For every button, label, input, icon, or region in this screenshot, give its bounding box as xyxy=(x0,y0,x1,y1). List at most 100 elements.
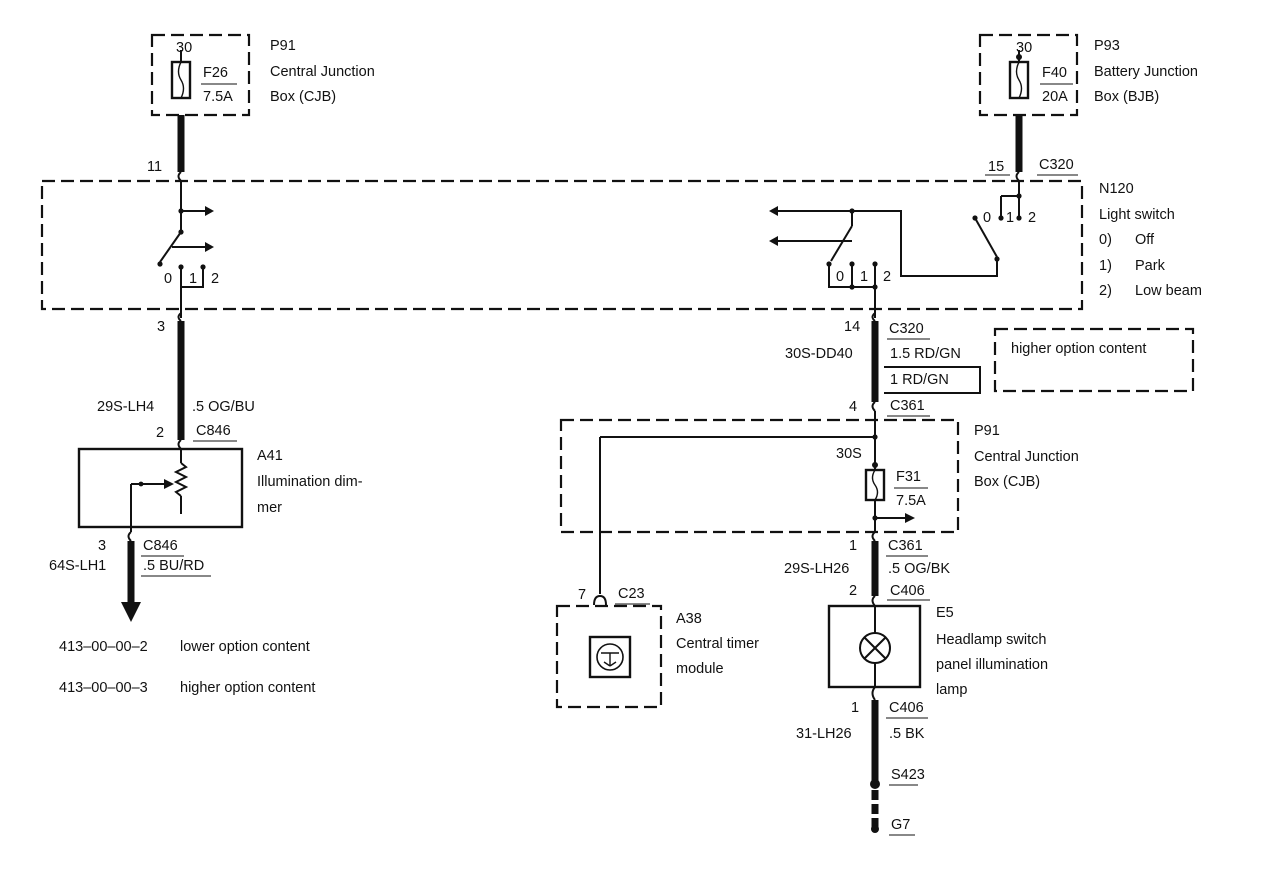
top-pos-1: 1 xyxy=(1006,210,1014,226)
left-pos-0: 0 xyxy=(164,271,172,287)
a41-input-connector: C846 xyxy=(196,423,231,439)
a38-central-timer-module: 7 C23 A38 Central timer module xyxy=(555,586,759,709)
left-pos-1: 1 xyxy=(189,271,197,287)
right-wire-spec-1: 1.5 RD/GN xyxy=(890,346,961,362)
a38-connector: C23 xyxy=(618,586,645,602)
ref-0-text: lower option content xyxy=(180,639,310,655)
p91-top-id: P91 xyxy=(270,38,296,54)
p93-box xyxy=(978,33,1079,117)
left-pos-2: 2 xyxy=(211,271,219,287)
connector-c320-left-out xyxy=(177,312,182,322)
right-pos-2: 2 xyxy=(883,269,891,285)
left-output-code: 64S-LH1 xyxy=(49,558,106,574)
cjb-output-pin: 1 xyxy=(849,538,857,554)
connector-c23 xyxy=(593,594,607,606)
p91-bottom-name-1: Central Junction xyxy=(974,449,1079,465)
right-lower-wire-spec: .5 OG/BK xyxy=(888,561,950,577)
a38-id: A38 xyxy=(676,611,702,627)
n120-id: N120 xyxy=(1099,181,1134,197)
connector-c320-right-out xyxy=(871,312,876,322)
left-wire-spec: .5 OG/BU xyxy=(192,399,255,415)
n120-box xyxy=(40,179,1084,311)
ref-0-code: 413–00–00–2 xyxy=(59,639,148,655)
right-wire-code: 30S-DD40 xyxy=(785,346,853,362)
a41-id: A41 xyxy=(257,448,283,464)
right-lower-wire-code: 29S-LH26 xyxy=(784,561,849,577)
ground-wire-spec: .5 BK xyxy=(889,726,925,742)
fuse-f26-rating: 7.5A xyxy=(203,89,233,105)
ground-g7: G7 xyxy=(891,817,910,833)
p91-top-pin: 30 xyxy=(176,40,192,56)
n120-light-switch: 0 1 2 0 1 2 0 1 2 xyxy=(40,171,1202,318)
fuse-f40-element xyxy=(1015,61,1023,99)
n120-output-connector: C320 xyxy=(889,321,924,337)
left-output-arrow-icon xyxy=(121,602,141,622)
e5-input-connector: C406 xyxy=(890,583,925,599)
ref-1-code: 413–00–00–3 xyxy=(59,680,148,696)
cjb-input-pin: 4 xyxy=(849,399,857,415)
splice-s423-dot xyxy=(870,779,880,789)
n120-right-input-pin: 15 xyxy=(988,159,1004,175)
right-lower-blade xyxy=(830,225,853,262)
n120-left-output-pin: 3 xyxy=(157,319,165,335)
option-note-box xyxy=(993,327,1195,393)
fuse-f40-rating: 20A xyxy=(1042,89,1068,105)
top-pos-2: 2 xyxy=(1028,210,1036,226)
p93-id: P93 xyxy=(1094,38,1120,54)
connector-c320-left-in xyxy=(177,171,182,182)
e5-name-1: Headlamp switch xyxy=(936,632,1046,648)
connector-c320-right-in xyxy=(1015,171,1020,182)
legend-0-text: Off xyxy=(1135,232,1155,248)
e5-id: E5 xyxy=(936,605,954,621)
ref-1-text: higher option content xyxy=(180,680,315,696)
fuse-f40-label: F40 xyxy=(1042,65,1067,81)
p91-top-fuse-block: 30 F26 7.5A P91 Central Junction Box (CJ… xyxy=(150,33,375,117)
right-pos-1: 1 xyxy=(860,269,868,285)
right-wire-spec-2: 1 RD/GN xyxy=(890,372,949,388)
cjb-input-connector: C361 xyxy=(890,398,925,414)
legend-1-num: 1) xyxy=(1099,258,1112,274)
p91-top-name-2: Box (CJB) xyxy=(270,89,336,105)
p91-top-box xyxy=(150,33,251,117)
fuse-f31-element xyxy=(871,469,879,501)
p93-name-2: Box (BJB) xyxy=(1094,89,1159,105)
option-bracket xyxy=(884,366,981,394)
p91-bottom-box xyxy=(559,418,960,534)
right-upper-blade xyxy=(974,217,998,258)
timer-module-icon xyxy=(588,635,632,679)
legend-2-text: Low beam xyxy=(1135,283,1202,299)
a41-box xyxy=(77,447,244,529)
p91-bottom-fuse-block: 30S F31 7.5A P91 Central Junction Box (C… xyxy=(559,401,1079,594)
p91-bottom-id: P91 xyxy=(974,423,1000,439)
splice-s423: S423 xyxy=(891,767,925,783)
left-wire-code: 29S-LH4 xyxy=(97,399,154,415)
fuse-f31-label: F31 xyxy=(896,469,921,485)
p91-top-name-1: Central Junction xyxy=(270,64,375,80)
right-pos-0: 0 xyxy=(836,269,844,285)
n120-left-input-pin: 11 xyxy=(147,159,162,175)
a38-name-2: module xyxy=(676,661,724,677)
cjb-output-connector: C361 xyxy=(888,538,923,554)
e5-name-3: lamp xyxy=(936,682,967,698)
e5-name-2: panel illumination xyxy=(936,657,1048,673)
top-pos-0: 0 xyxy=(983,210,991,226)
e5-headlamp-switch-illumination: E5 Headlamp switch panel illumination la… xyxy=(827,595,1048,698)
n120-right-output-pin: 14 xyxy=(844,319,860,335)
legend-2-num: 2) xyxy=(1099,283,1112,299)
fuse-f31-rating: 7.5A xyxy=(896,493,926,509)
a41-name-2: mer xyxy=(257,500,282,516)
left-switch-blade xyxy=(159,231,182,263)
e5-output-pin: 1 xyxy=(851,700,859,716)
e5-output-connector: C406 xyxy=(889,700,924,716)
a38-pin: 7 xyxy=(578,587,586,603)
left-output-pin: 3 xyxy=(98,538,106,554)
p93-pin: 30 xyxy=(1016,40,1032,56)
left-output-connector: C846 xyxy=(143,538,178,554)
p93-fuse-block: 30 F40 20A P93 Battery Junction Box (BJB… xyxy=(978,33,1198,117)
n120-name: Light switch xyxy=(1099,207,1175,223)
p93-name-1: Battery Junction xyxy=(1094,64,1198,80)
p91-bottom-circuit: 30S xyxy=(836,446,862,462)
option-note: higher option content xyxy=(1011,341,1146,357)
legend-1-text: Park xyxy=(1135,258,1166,274)
